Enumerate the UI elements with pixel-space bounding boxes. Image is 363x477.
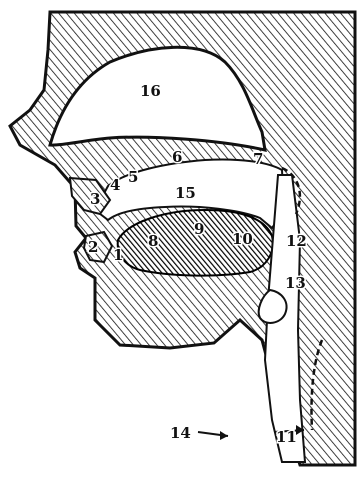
label-12: 12 (286, 232, 307, 250)
label-4: 4 (110, 176, 120, 194)
label-1: 1 (113, 246, 123, 264)
label-6: 6 (172, 148, 182, 166)
arrowhead-14 (220, 431, 228, 440)
label-14: 14 (170, 424, 191, 442)
label-2: 2 (88, 238, 98, 256)
label-5: 5 (128, 168, 138, 186)
label-16: 16 (140, 82, 161, 100)
label-13: 13 (285, 274, 306, 292)
label-8: 8 (148, 232, 158, 250)
label-3: 3 (90, 190, 100, 208)
label-7: 7 (253, 150, 263, 168)
label-10: 10 (232, 230, 253, 248)
label-9: 9 (194, 220, 204, 238)
label-15: 15 (175, 184, 196, 202)
label-11: 11 (276, 428, 297, 446)
